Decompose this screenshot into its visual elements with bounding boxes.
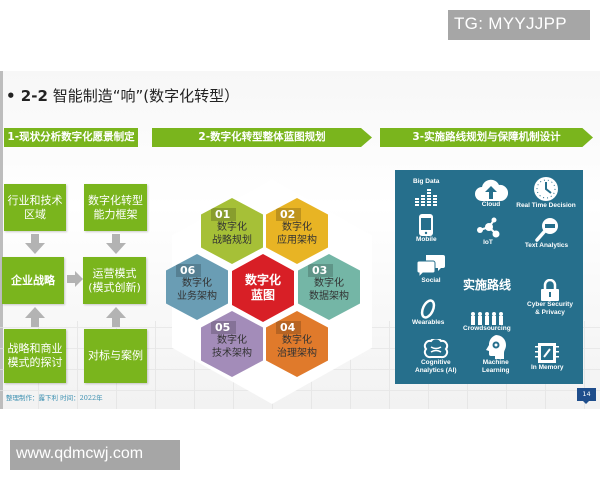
box-label: 对标与案例 [88,349,143,362]
center-label: 实施路线 [463,278,512,292]
mobile-icon [419,214,434,236]
tech-label: Cloud [481,201,501,208]
hex-line1: 数字化 [182,278,212,289]
head-gears-icon [485,335,506,359]
tech-label: Machine Learning [482,359,510,374]
chip-icon [535,343,560,363]
hex-digital-blueprint: 数字化 蓝图 [232,254,294,322]
title-main: 智能制造“响”(数字化转型） [47,87,240,105]
tech-label: Social [421,277,441,284]
arrow-up-icon [25,307,45,327]
box-benchmark-cases: 对标与案例 [84,329,147,383]
tech-label: Big Data [413,178,440,185]
hex-line2: 数据架构 [309,291,349,302]
step-banner-1: 1-现状分析数字化愿景制定 [4,128,138,147]
slide: • 2-2 智能制造“响”(数字化转型） 1-现状分析数字化愿景制定 2-数字化… [0,71,600,409]
tech-big-data: Big Data [413,178,439,206]
hex-number: 04 [276,321,302,334]
chat-bubbles-icon [417,255,445,277]
tech-label: Mobile [416,236,437,243]
hex-line1: 数字化 [217,222,247,233]
tech-in-memory: In Memory [531,342,564,372]
magnifier-icon [534,218,558,242]
tech-machine-learning: Machine Learning [482,335,509,375]
hex-number: 02 [276,208,302,221]
people-group-icon [470,312,503,325]
hex-line1: 数字化 [217,335,247,346]
hex-line2: 蓝图 [250,288,275,302]
box-label: 运营模式 (模式创新) [88,266,141,294]
hex-number: 06 [176,264,202,277]
title-prefix: • 2-2 [6,87,48,105]
hex-line2: 应用架构 [277,235,317,246]
hex-line2: 业务架构 [177,291,217,302]
tech-crowdsourcing: Crowdsourcing [463,311,511,333]
tech-real-time-decision: Real Time Decision [511,176,581,210]
tech-label: Wearables [412,319,445,326]
tech-social: Social [417,255,445,285]
box-label: 行业和技术 区域 [7,193,63,221]
step-banner-2: 2-数字化转型整体蓝图规划 [152,128,372,147]
hex-data-architecture: 03 数字化 数据架构 [298,254,360,320]
tech-cognitive-analytics: Cognitive Analytics (AI) [415,339,457,375]
hex-line1: 数字化 [282,222,312,233]
arrow-down-icon [106,234,126,254]
hex-line1: 数字化 [282,335,312,346]
credit-text: 整理制作：露下利 时间：2022年 [6,394,103,402]
arrow-right-icon [67,271,83,287]
padlock-icon [541,279,559,301]
page-number-badge: 14 [577,388,596,404]
tech-label: In Memory [531,364,564,371]
hex-line1: 数字化 [314,278,344,289]
tech-cyber-security: Cyber Security & Privacy [520,279,580,317]
cloud-upload-icon [475,179,508,201]
hex-line1: 数字化 [244,273,281,287]
box-capability-framework: 数字化转型 能力框架 [84,184,147,231]
tech-label: Cognitive Analytics (AI) [415,359,457,374]
tech-iot: IoT [475,217,501,247]
box-industry-tech: 行业和技术 区域 [4,184,66,231]
box-label: 数字化转型 能力框架 [88,193,143,221]
tech-mobile: Mobile [416,214,437,244]
hex-application-architecture: 02 数字化 应用架构 [266,198,328,264]
slide-title: • 2-2 智能制造“响”(数字化转型） [6,85,239,106]
wristband-icon [421,299,436,319]
tech-wearables: Wearables [412,299,444,327]
hex-number: 01 [211,208,237,221]
bar-chart-icon [415,189,438,206]
tech-text-analytics: Text Analytics [519,216,574,250]
tech-label: Real Time Decision [516,202,576,209]
step-banner-3: 3-实施路线规划与保障机制设计 [380,128,593,147]
arrow-up-icon [106,307,126,327]
arrow-down-icon [25,234,45,254]
brain-icon [423,339,448,359]
hex-line2: 技术架构 [212,348,252,359]
tech-cloud: Cloud [474,179,508,209]
watermark-bottom: www.qdmcwj.com [10,440,180,470]
box-label: 战略和商业 模式的探讨 [7,342,63,369]
box-operating-model: 运营模式 (模式创新) [83,257,146,304]
tech-label: Crowdsourcing [463,325,511,332]
hex-number: 05 [211,321,237,334]
tech-label: Cyber Security & Privacy [527,301,573,316]
hex-line2: 战略规划 [212,235,252,246]
box-strategy-business-model: 战略和商业 模式的探讨 [4,329,66,383]
hex-governance-architecture: 04 数字化 治理架构 [266,311,328,377]
tech-panel: Big Data Cloud Real Time Decision [395,170,583,384]
hex-number: 03 [308,264,334,277]
hex-line2: 治理架构 [277,348,317,359]
tech-label: Text Analytics [524,242,569,249]
watermark-top: TG: MYYJJPP [448,10,590,40]
tech-label: IoT [483,239,493,246]
network-node-icon [477,217,500,238]
box-label: 企业战略 [11,273,55,287]
clock-icon [534,177,558,201]
box-enterprise-strategy: 企业战略 [2,257,64,304]
